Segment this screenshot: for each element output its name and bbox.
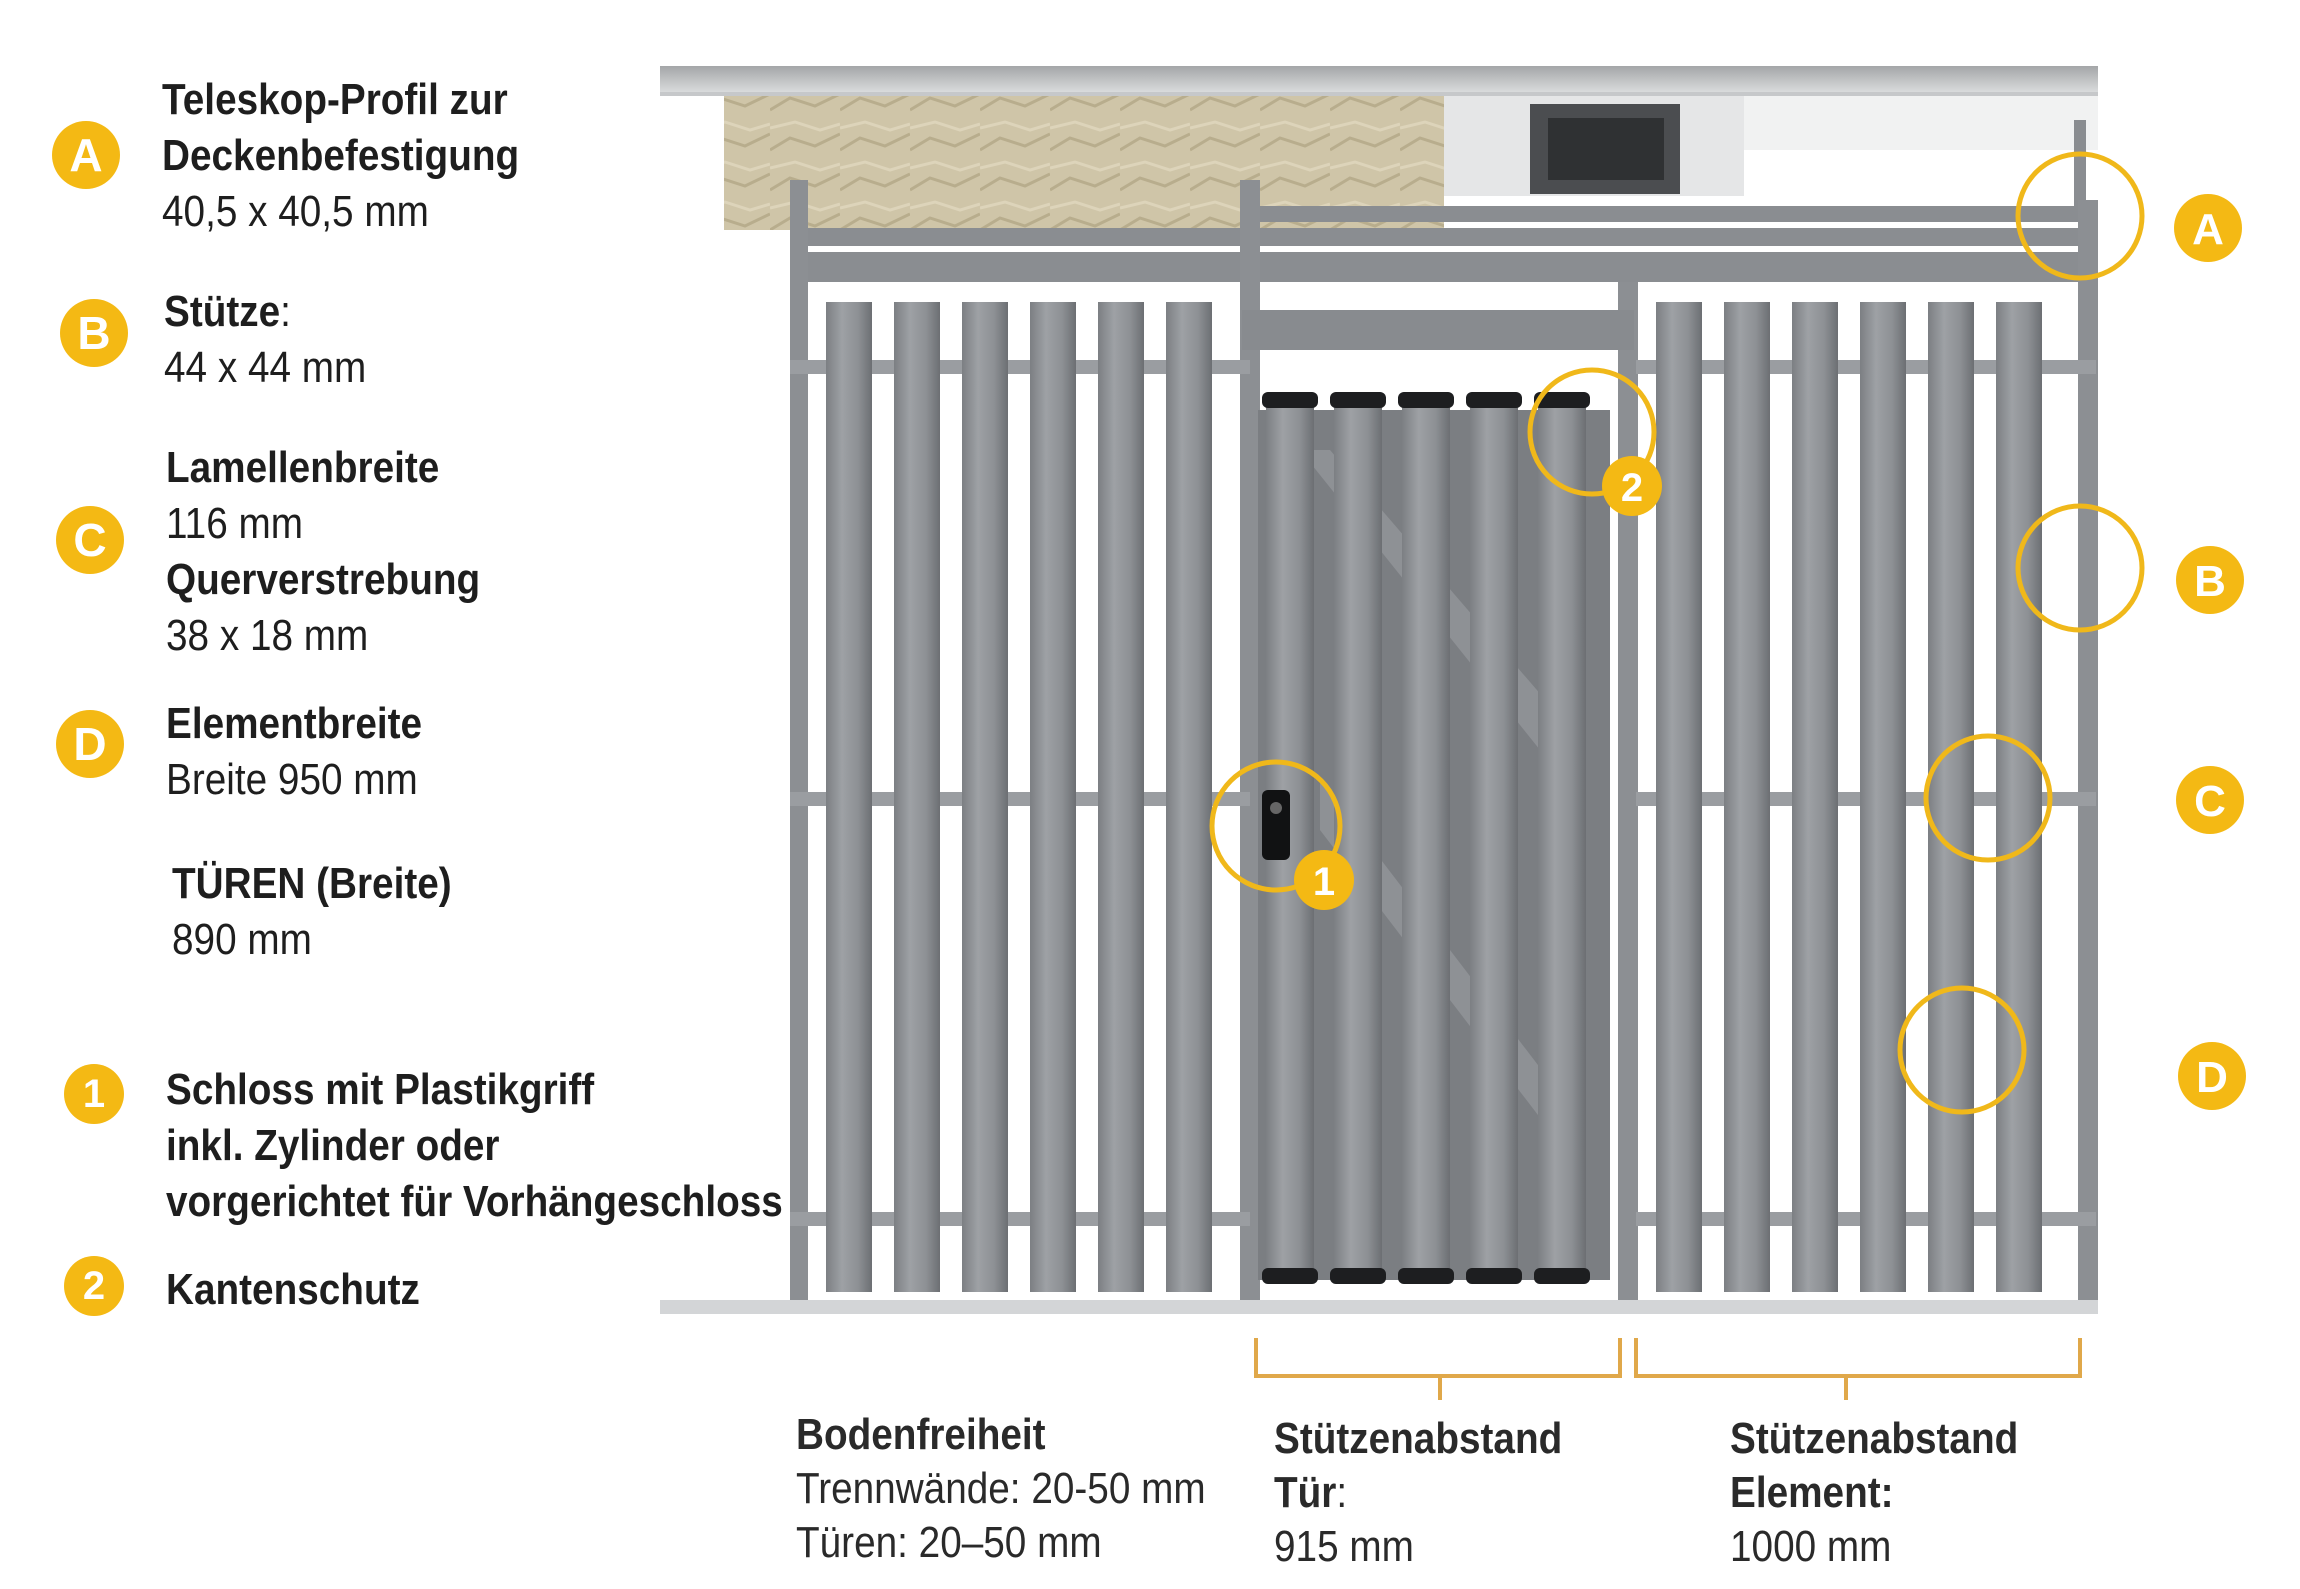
callout-a-label: A — [2192, 205, 2224, 254]
badge-1-icon: 1 — [64, 1064, 124, 1124]
legend-a-title-1: Teleskop-Profil zur — [162, 75, 508, 124]
callout-2-label: 2 — [1621, 466, 1643, 510]
door-spacing-value: 915 mm — [1274, 1522, 1414, 1571]
element-spacing-label: Stützenabstand Element: 1000 mm — [1730, 1412, 2018, 1574]
clearance-label: Bodenfreiheit Trennwände: 20-50 mm Türen… — [796, 1408, 1206, 1570]
legend-c-text: Lamellenbreite 116 mm Querverstrebung 38… — [166, 440, 480, 664]
edge-protection — [1262, 392, 1590, 1284]
callout-badges: A B C D 1 2 — [1294, 194, 2246, 1110]
badge-c-icon: C — [56, 506, 124, 574]
right-slats — [1656, 302, 2042, 1292]
feature-1-line-2: inkl. Zylinder oder — [166, 1121, 500, 1170]
element-spacing-title-2: Element: — [1730, 1468, 1894, 1517]
legend-a-text: Teleskop-Profil zur Deckenbefestigung 40… — [162, 72, 519, 240]
callout-a-icon — [2174, 194, 2242, 262]
feature-2-text: Kantenschutz — [166, 1262, 420, 1318]
top-frame — [790, 120, 2098, 282]
legend-a-value: 40,5 x 40,5 mm — [162, 187, 429, 236]
left-slats — [826, 302, 1212, 1292]
legend-a-title-2: Deckenbefestigung — [162, 131, 520, 180]
legend-b-colon: : — [280, 287, 291, 336]
callout-1-icon — [1294, 850, 1354, 910]
legend-d-title: Elementbreite — [166, 699, 423, 748]
legend-c-value: 116 mm — [166, 499, 304, 548]
badge-2-icon: 2 — [64, 1256, 124, 1316]
callout-d-label: D — [2196, 1053, 2228, 1102]
door — [1258, 392, 1610, 1284]
door-lock — [1262, 790, 1290, 860]
post-door-left — [1240, 180, 1260, 1310]
post-right — [2078, 200, 2098, 1310]
posts — [790, 180, 2098, 1310]
callout-c-label: C — [2194, 777, 2226, 826]
feature-1-line-1: Schloss mit Plastikgriff — [166, 1065, 595, 1114]
callout-b-icon — [2176, 546, 2244, 614]
clearance-partition: Trennwände: 20-50 mm — [796, 1464, 1206, 1513]
callout-1-label: 1 — [1313, 860, 1335, 904]
legend-c-title2: Querverstrebung — [166, 555, 481, 604]
floor-line — [660, 1300, 2098, 1314]
callout-rings — [1209, 151, 2145, 1115]
legend-d-value: Breite 950 mm — [166, 755, 418, 804]
badge-d-icon: D — [56, 710, 124, 778]
callout-b-label: B — [2194, 557, 2226, 606]
ceiling — [660, 66, 2098, 230]
badge-b-icon: B — [60, 299, 128, 367]
dimension-brackets — [1254, 1338, 2082, 1400]
callout-c-icon — [2176, 766, 2244, 834]
post-door-right — [1618, 282, 1638, 1310]
door-spacing-bracket — [1254, 1338, 1622, 1378]
callout-2-icon — [1602, 456, 1662, 516]
legend-doors-value: 890 mm — [172, 915, 312, 964]
legend-b-title: Stütze — [164, 287, 281, 336]
legend-d-text: Elementbreite Breite 950 mm — [166, 696, 422, 808]
feature-1-text: Schloss mit Plastikgriff inkl. Zylinder … — [166, 1062, 783, 1230]
door-spacing-title-2: Tür — [1274, 1468, 1337, 1517]
legend-doors-title: TÜREN (Breite) — [172, 859, 452, 908]
door-top-rail — [1242, 310, 1634, 350]
post-left — [790, 180, 808, 1310]
element-spacing-title-1: Stützenabstand — [1730, 1414, 2019, 1463]
door-spacing-colon: : — [1336, 1468, 1348, 1517]
element-spacing-bracket — [1634, 1338, 2082, 1378]
callout-d-icon — [2178, 1042, 2246, 1110]
feature-2-line-1: Kantenschutz — [166, 1265, 420, 1314]
clearance-doors: Türen: 20–50 mm — [796, 1518, 1102, 1567]
door-spacing-label: Stützenabstand Tür: 915 mm — [1274, 1412, 1562, 1574]
legend-c-value2: 38 x 18 mm — [166, 611, 369, 660]
element-spacing-value: 1000 mm — [1730, 1522, 1892, 1571]
door-spacing-title-1: Stützenabstand — [1274, 1414, 1563, 1463]
legend-b-text: Stütze: 44 x 44 mm — [164, 284, 366, 396]
legend-doors-text: TÜREN (Breite) 890 mm — [172, 856, 452, 968]
legend-b-value: 44 x 44 mm — [164, 343, 367, 392]
legend-c-title: Lamellenbreite — [166, 443, 440, 492]
badge-a-icon: A — [52, 121, 120, 189]
feature-1-line-3: vorgerichtet für Vorhängeschloss — [166, 1177, 783, 1226]
clearance-title: Bodenfreiheit — [796, 1410, 1046, 1459]
ceiling-slab — [660, 66, 2098, 92]
